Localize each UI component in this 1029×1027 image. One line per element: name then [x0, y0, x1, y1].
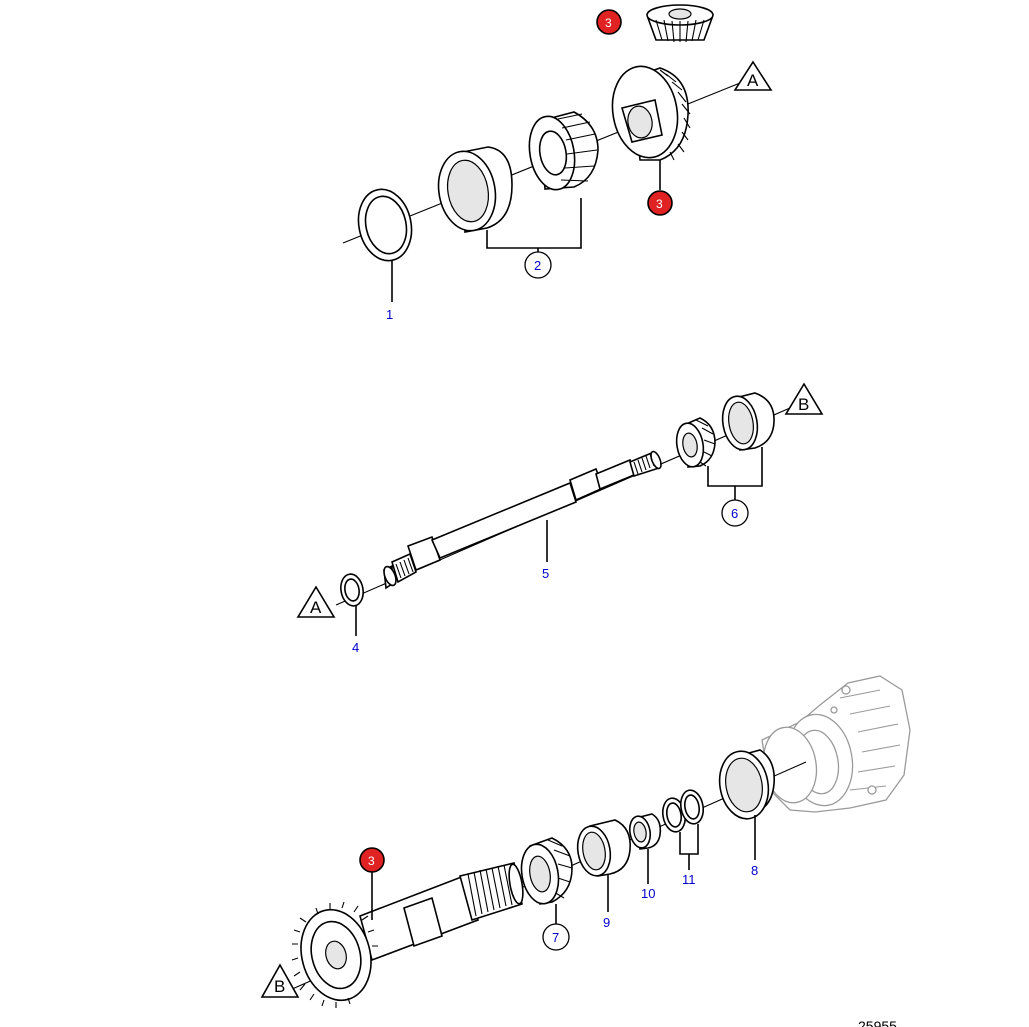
- connector-b-low: [260, 963, 300, 998]
- connector-b-low-label: B: [274, 977, 285, 996]
- connector-a-top-label: A: [747, 71, 759, 90]
- bracket-item-11: [679, 824, 699, 870]
- item-6-label: 6: [731, 506, 738, 521]
- item-7-circle: [542, 923, 570, 951]
- needle-bearing-part: [628, 813, 662, 850]
- bearing-cup-part-middle: [721, 392, 775, 451]
- connector-a-top: [733, 60, 773, 91]
- washer-pair-part: [661, 789, 705, 833]
- group-upper-assembly: [342, 4, 741, 302]
- item-8-label: 8: [751, 863, 758, 878]
- item-6-circle: [721, 499, 749, 527]
- item-10-label: 10: [641, 886, 655, 901]
- item-9-label: 9: [603, 915, 610, 930]
- group-middle-assembly: [335, 392, 791, 636]
- bearing-cup-part-lower: [718, 749, 776, 820]
- bracket-item-6: [707, 447, 763, 487]
- tapered-roller-bearing-part: [528, 111, 599, 191]
- item-1-label: 1: [386, 307, 393, 322]
- item-7-label: 7: [552, 930, 559, 945]
- bevel-pinion-part: [646, 4, 714, 43]
- pinion-shaft-part: [291, 862, 524, 1008]
- connector-a-mid-label: A: [310, 598, 322, 617]
- bracket-item-2: [486, 198, 582, 249]
- item-3-low-label: 3: [368, 854, 375, 868]
- connector-b-mid-label: B: [798, 395, 809, 414]
- connector-b-mid: [784, 382, 824, 415]
- item-3-low-badge: [359, 847, 385, 873]
- item-5-label: 5: [542, 566, 549, 581]
- shaft-part: [383, 450, 662, 590]
- item-2-circle: [524, 251, 552, 279]
- item-3-mid-label: 3: [656, 197, 663, 211]
- connector-a-mid: [296, 585, 336, 618]
- item-4-label: 4: [352, 640, 359, 655]
- bearing-cone-part: [675, 417, 716, 468]
- item-3-mid-badge: [647, 190, 673, 216]
- item-3-top-label: 3: [605, 16, 612, 30]
- washer-part: [340, 573, 364, 607]
- bearing-cone-part-lower: [520, 837, 573, 905]
- item-3-top-badge: [596, 9, 622, 35]
- group-lower-assembly: [289, 675, 911, 1008]
- item-2-label: 2: [534, 258, 541, 273]
- shim-washer-part: [357, 188, 413, 262]
- bevel-gear-part: [611, 65, 691, 161]
- item-11-label: 11: [682, 872, 696, 887]
- bearing-cup-part: [437, 146, 513, 233]
- sleeve-part: [576, 819, 632, 877]
- drawing-reference-number: 25955: [858, 1018, 897, 1027]
- housing-outline: [761, 675, 911, 813]
